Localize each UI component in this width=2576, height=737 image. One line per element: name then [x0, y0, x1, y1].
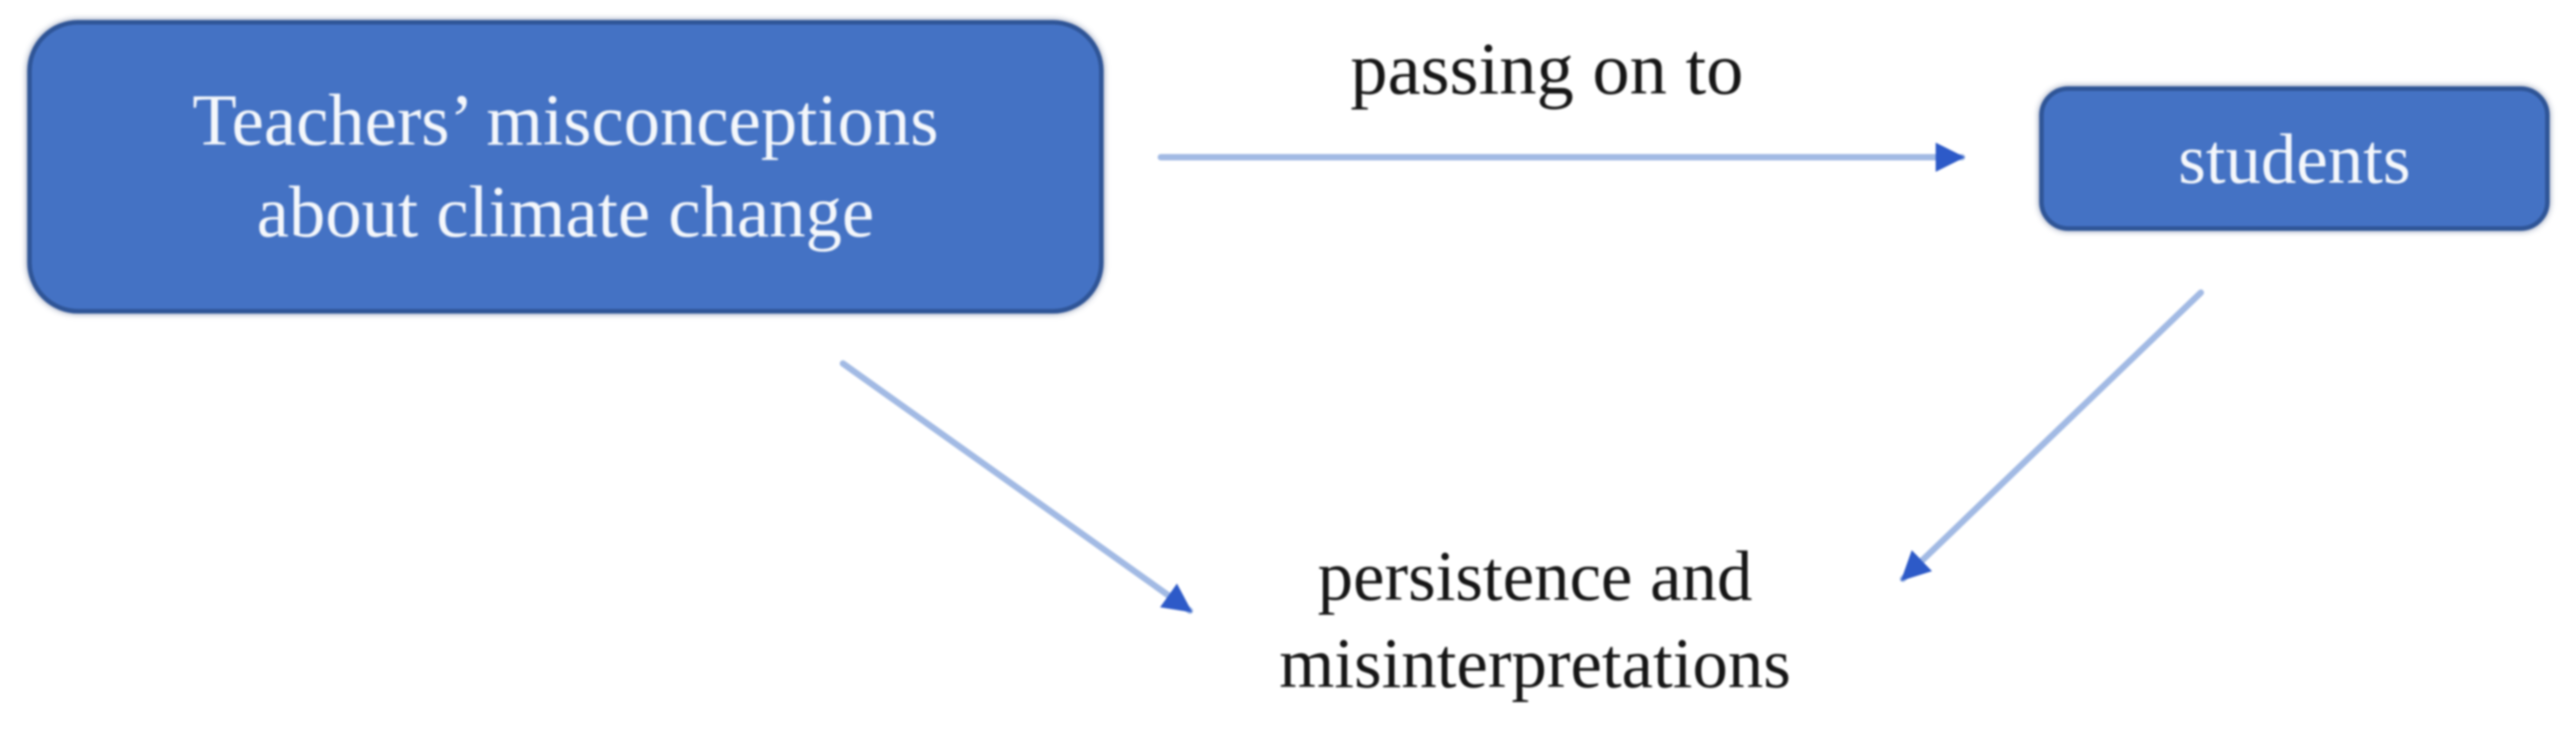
- node-teachers-misconceptions-label: Teachers’ misconceptions about climate c…: [193, 75, 938, 259]
- node-outcome-text: persistence and misinterpretations: [1253, 533, 1817, 707]
- node-teachers-misconceptions: Teachers’ misconceptions about climate c…: [27, 20, 1104, 314]
- node-outcome-line1: persistence and: [1317, 536, 1753, 615]
- node-students-label: students: [2178, 118, 2411, 198]
- edge-label-passing-on-to-text: passing on to: [1350, 27, 1744, 110]
- node-outcome-line2: misinterpretations: [1279, 623, 1791, 702]
- node-teachers-line1: Teachers’ misconceptions: [192, 80, 939, 161]
- node-students: students: [2039, 86, 2550, 231]
- arrow-teachers-to-outcome: [839, 360, 1194, 614]
- edge-label-passing-on-to: passing on to: [1265, 24, 1828, 115]
- arrow-students-to-outcome: [1899, 289, 2204, 583]
- node-teachers-line2: about climate change: [256, 172, 875, 253]
